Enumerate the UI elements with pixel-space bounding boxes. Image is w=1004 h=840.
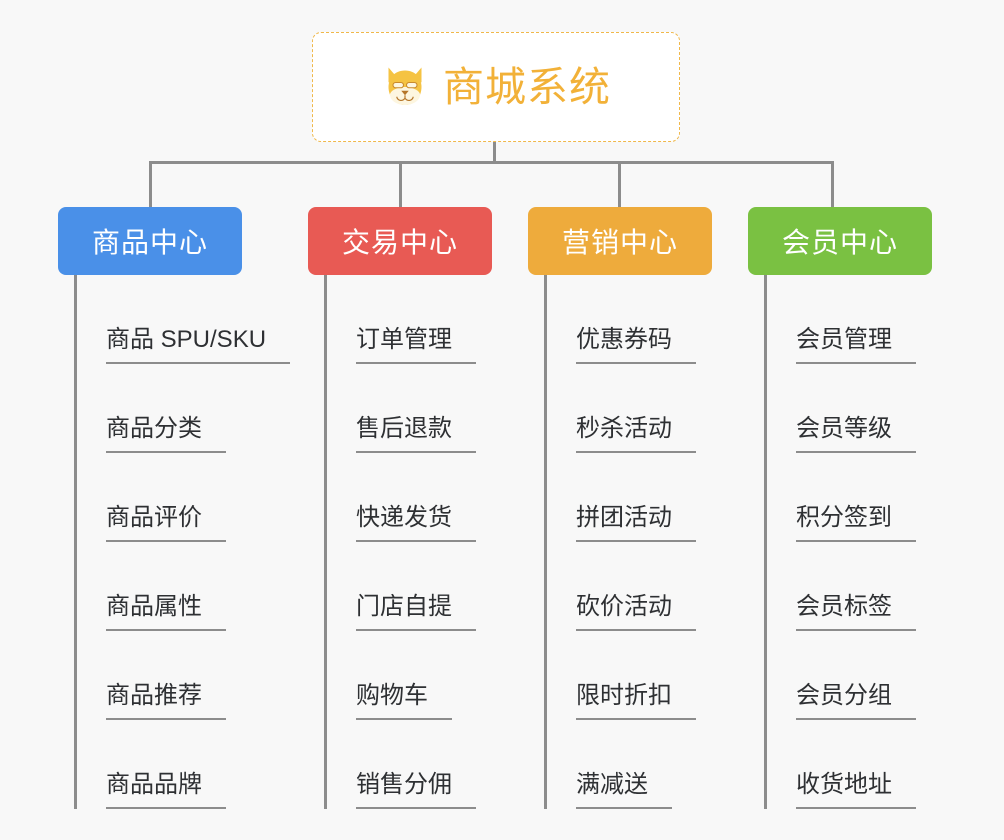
root-node-shop-system[interactable]: 商城系统 [312,32,680,142]
leaf-item-label: 商品 SPU/SKU [106,328,291,364]
leaf-item-label: 订单管理 [356,328,476,364]
leaf-item-label: 收货地址 [796,773,916,809]
leaf-item-label: 售后退款 [356,417,476,453]
leaf-item[interactable]: 购物车 [324,631,452,720]
leaf-item[interactable]: 拼团活动 [544,453,696,542]
category-card-member[interactable]: 会员中心 [748,207,932,275]
connector-drop-2 [399,161,402,207]
leaf-item[interactable]: 砍价活动 [544,542,696,631]
root-node-label: 商城系统 [443,63,611,110]
leaf-item[interactable]: 积分签到 [764,453,916,542]
leaf-spine [544,275,547,809]
leaf-item[interactable]: 优惠券码 [544,275,696,364]
leaf-item[interactable]: 收货地址 [764,720,916,809]
category-label: 营销中心 [561,227,678,258]
leaf-item-label: 会员分组 [796,684,916,720]
connector-root-stem [493,142,496,163]
category-label: 会员中心 [781,227,898,258]
connector-horizontal-bar [149,161,834,164]
leaf-item-label: 砍价活动 [576,595,696,631]
shiba-inu-icon [388,67,422,105]
leaf-item-label: 会员等级 [796,417,916,453]
leaf-item[interactable]: 会员分组 [764,631,916,720]
leaf-item[interactable]: 门店自提 [324,542,476,631]
leaf-item-label: 商品推荐 [106,684,226,720]
leaf-item-label: 销售分佣 [356,773,476,809]
leaf-item-label: 商品评价 [106,506,226,542]
leaf-item[interactable]: 商品 SPU/SKU [74,275,291,364]
leaf-item-label: 限时折扣 [576,684,696,720]
leaf-item-label: 优惠券码 [576,328,696,364]
category-card-product[interactable]: 商品中心 [58,207,242,275]
leaf-item[interactable]: 秒杀活动 [544,364,696,453]
leaf-item[interactable]: 商品品牌 [74,720,226,809]
leaf-item-label: 商品品牌 [106,773,226,809]
leaf-item[interactable]: 快递发货 [324,453,476,542]
leaf-item[interactable]: 限时折扣 [544,631,696,720]
category-label: 交易中心 [341,227,458,258]
connector-drop-4 [831,161,834,207]
category-card-trade[interactable]: 交易中心 [308,207,492,275]
leaf-item[interactable]: 订单管理 [324,275,476,364]
leaf-item-label: 购物车 [356,684,452,720]
leaf-item[interactable]: 会员标签 [764,542,916,631]
leaf-item-label: 秒杀活动 [576,417,696,453]
leaf-item[interactable]: 售后退款 [324,364,476,453]
leaf-item-label: 快递发货 [356,506,476,542]
category-label: 商品中心 [91,227,208,258]
leaf-item[interactable]: 满减送 [544,720,672,809]
leaf-item-label: 会员标签 [796,595,916,631]
leaf-item-label: 门店自提 [356,595,476,631]
leaf-item-label: 满减送 [576,773,672,809]
leaf-item[interactable]: 会员等级 [764,364,916,453]
leaf-item[interactable]: 销售分佣 [324,720,476,809]
leaf-item-label: 会员管理 [796,328,916,364]
leaf-item[interactable]: 会员管理 [764,275,916,364]
connector-drop-1 [149,161,152,207]
leaf-item[interactable]: 商品属性 [74,542,226,631]
leaf-item[interactable]: 商品推荐 [74,631,226,720]
leaf-item-label: 商品属性 [106,595,226,631]
leaf-item-label: 拼团活动 [576,506,696,542]
leaf-spine [764,275,767,809]
leaf-item[interactable]: 商品评价 [74,453,226,542]
leaf-item-label: 商品分类 [106,417,226,453]
leaf-spine [324,275,327,809]
category-card-marketing[interactable]: 营销中心 [528,207,712,275]
leaf-spine [74,275,77,809]
leaf-item-label: 积分签到 [796,506,916,542]
leaf-item[interactable]: 商品分类 [74,364,226,453]
connector-drop-3 [618,161,621,207]
